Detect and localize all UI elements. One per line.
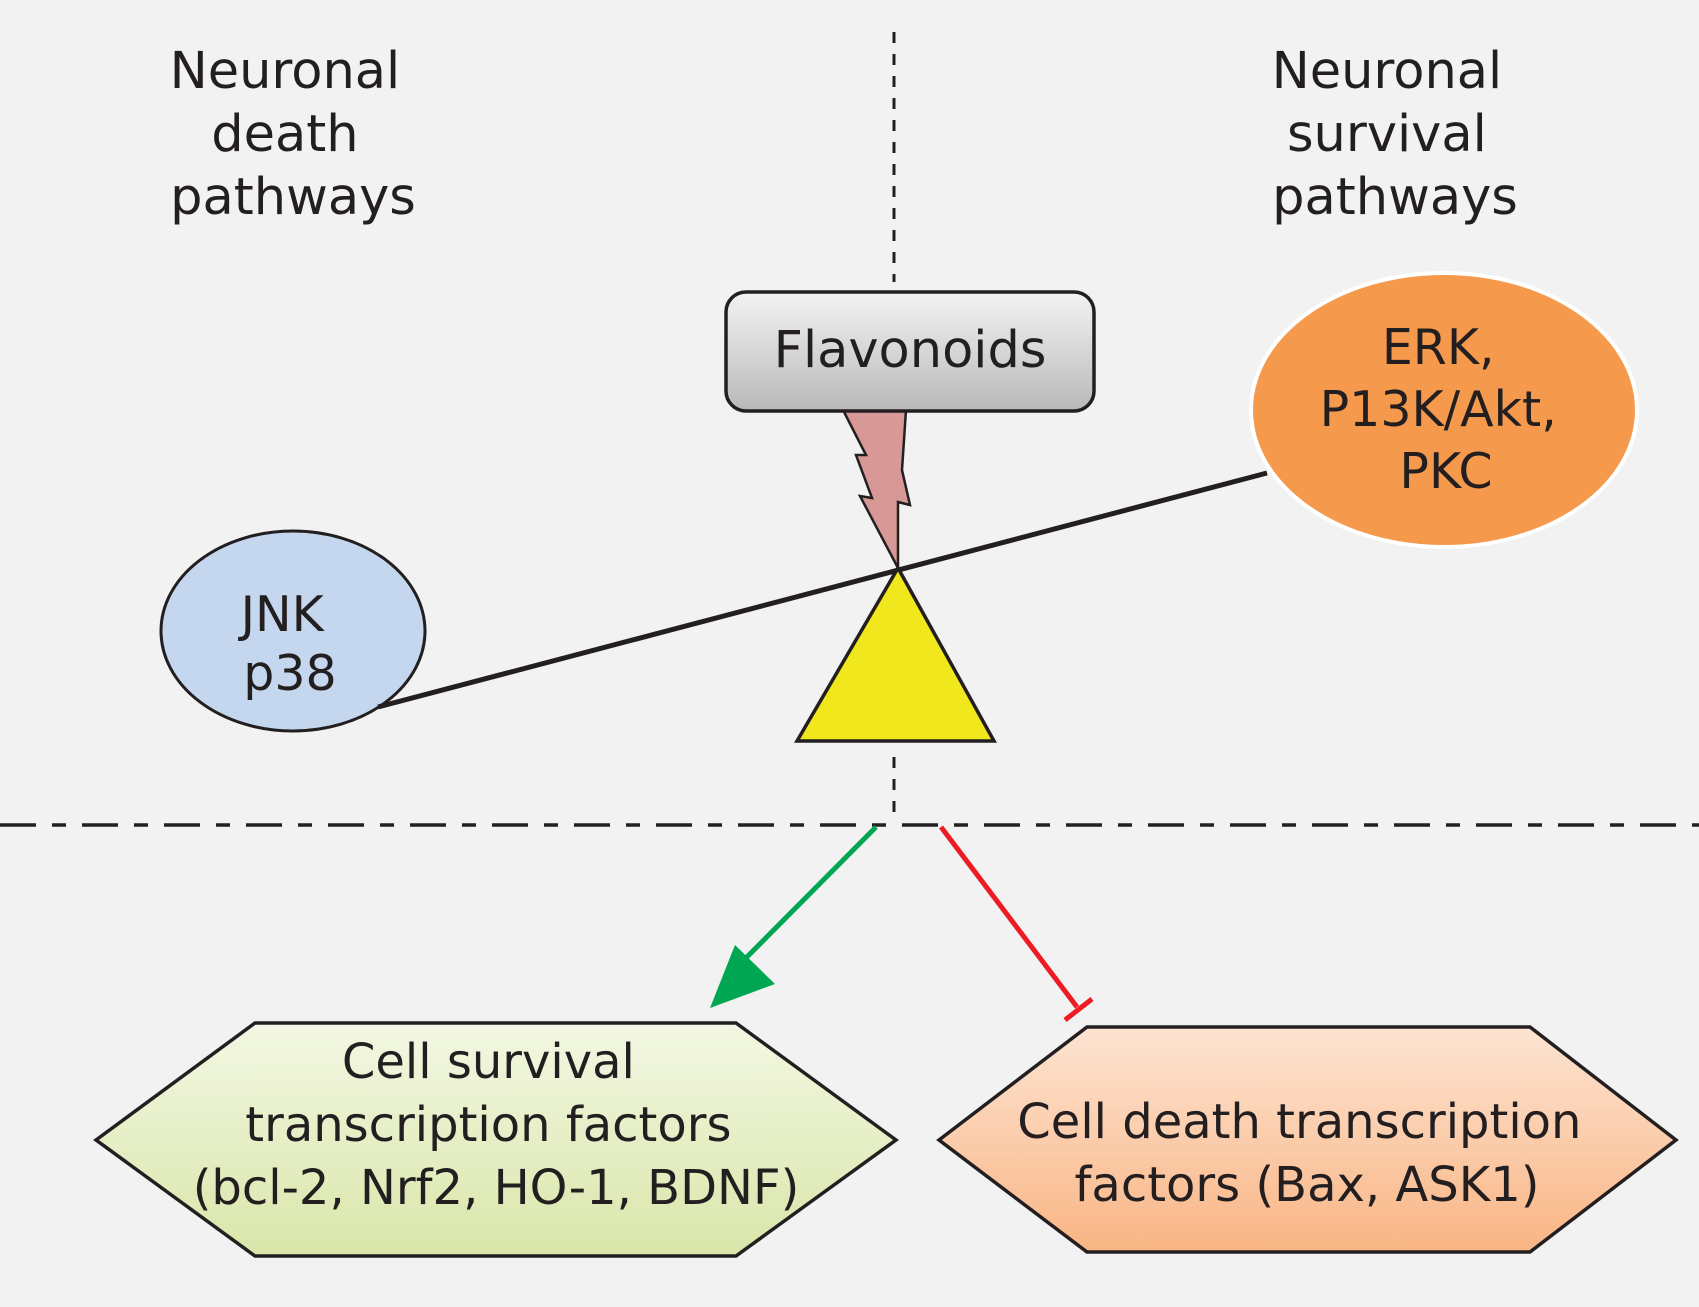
erk-pi3k-pkc-node [1249, 271, 1639, 549]
header-death-pathways: Neuronal death pathways [170, 42, 417, 227]
balance-beam [377, 470, 1268, 710]
activation-arrowhead-icon [710, 945, 775, 1008]
fulcrum-triangle [793, 564, 997, 743]
flavonoids-label: Flavonoids [774, 321, 1047, 380]
jnk-p38-label: JNK p38 [238, 586, 340, 702]
death-tf-hexagon [936, 1025, 1679, 1254]
death-tf-label: Cell death transcription factors (Bax, A… [1017, 1094, 1596, 1213]
flavonoids-box [724, 290, 1096, 413]
survival-tf-hexagon [93, 1021, 899, 1258]
header-survival-pathways: Neuronal survival pathways [1272, 42, 1519, 227]
jnk-p38-node [159, 529, 427, 733]
inhibition-bar-icon [1063, 997, 1094, 1022]
inhibition-arrow-line [939, 825, 1079, 1009]
survival-tf-label: Cell survival transcription factors (bcl… [193, 1034, 800, 1216]
erk-pi3k-pkc-label: ERK, P13K/Akt, PKC [1320, 319, 1573, 500]
activation-arrow-line [733, 825, 878, 971]
